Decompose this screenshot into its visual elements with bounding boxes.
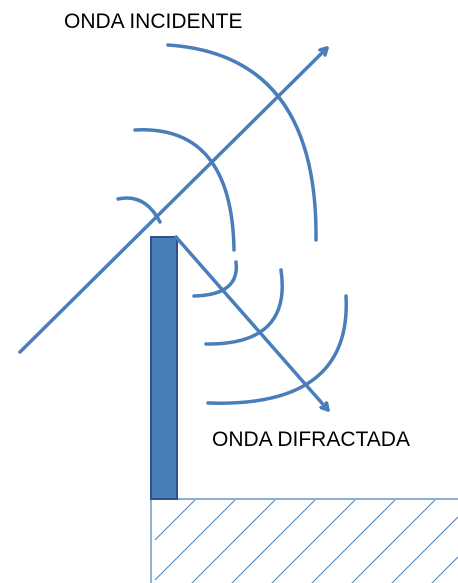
incident-wavefront-2: [133, 128, 236, 252]
diffracted-wave-label: ONDA DIFRACTADA: [212, 428, 410, 451]
incident-ray-arrow: [18, 46, 329, 354]
diffracted-ray-arrow: [174, 235, 330, 412]
incident-wavefront-3: [166, 43, 318, 242]
diffracted-wavefront-1: [192, 260, 239, 298]
diffracted-wavefront-2: [204, 268, 284, 346]
incident-wave-label: ONDA INCIDENTE: [64, 10, 243, 33]
diffracted-wavefront-3: [206, 294, 348, 405]
barrier: [150, 236, 178, 500]
ground-hatch: [154, 500, 458, 583]
